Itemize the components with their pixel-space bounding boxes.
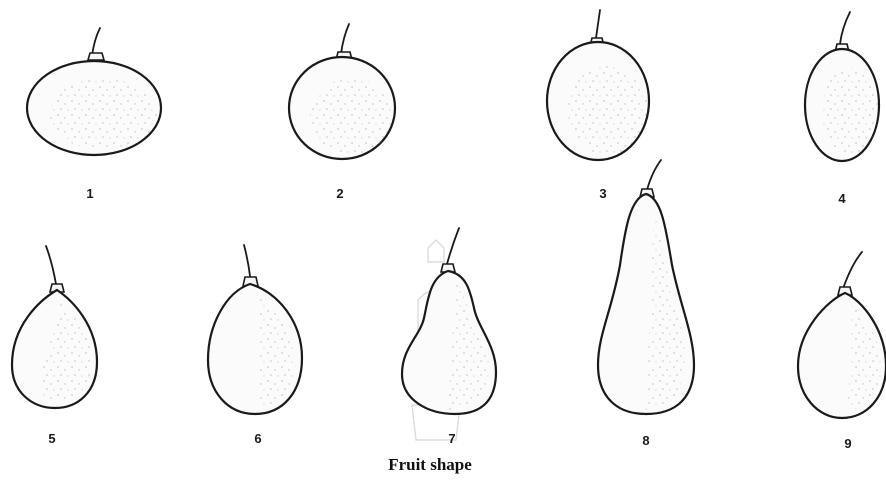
- fruit-3-label: 3: [599, 186, 606, 201]
- fruit-2: [289, 24, 395, 159]
- fruit-5-label: 5: [48, 431, 55, 446]
- fruit-5: [12, 246, 97, 408]
- fruit-1-label: 1: [86, 186, 93, 201]
- fruit-3: [547, 10, 649, 160]
- fruit-6: [208, 245, 302, 414]
- fruit-4: [805, 12, 879, 161]
- fruit-7-label: 7: [448, 431, 455, 446]
- figure-caption: Fruit shape: [388, 455, 472, 474]
- fruit-6-label: 6: [254, 431, 261, 446]
- fruit-8: [598, 160, 694, 414]
- fruit-9: [798, 252, 886, 418]
- fruit-7: [402, 228, 496, 414]
- fruit-8-label: 8: [642, 433, 649, 448]
- fruit-2-label: 2: [336, 186, 343, 201]
- fruit-4-label: 4: [838, 191, 846, 206]
- fruit-9-label: 9: [844, 436, 851, 451]
- fruit-1: [27, 28, 161, 155]
